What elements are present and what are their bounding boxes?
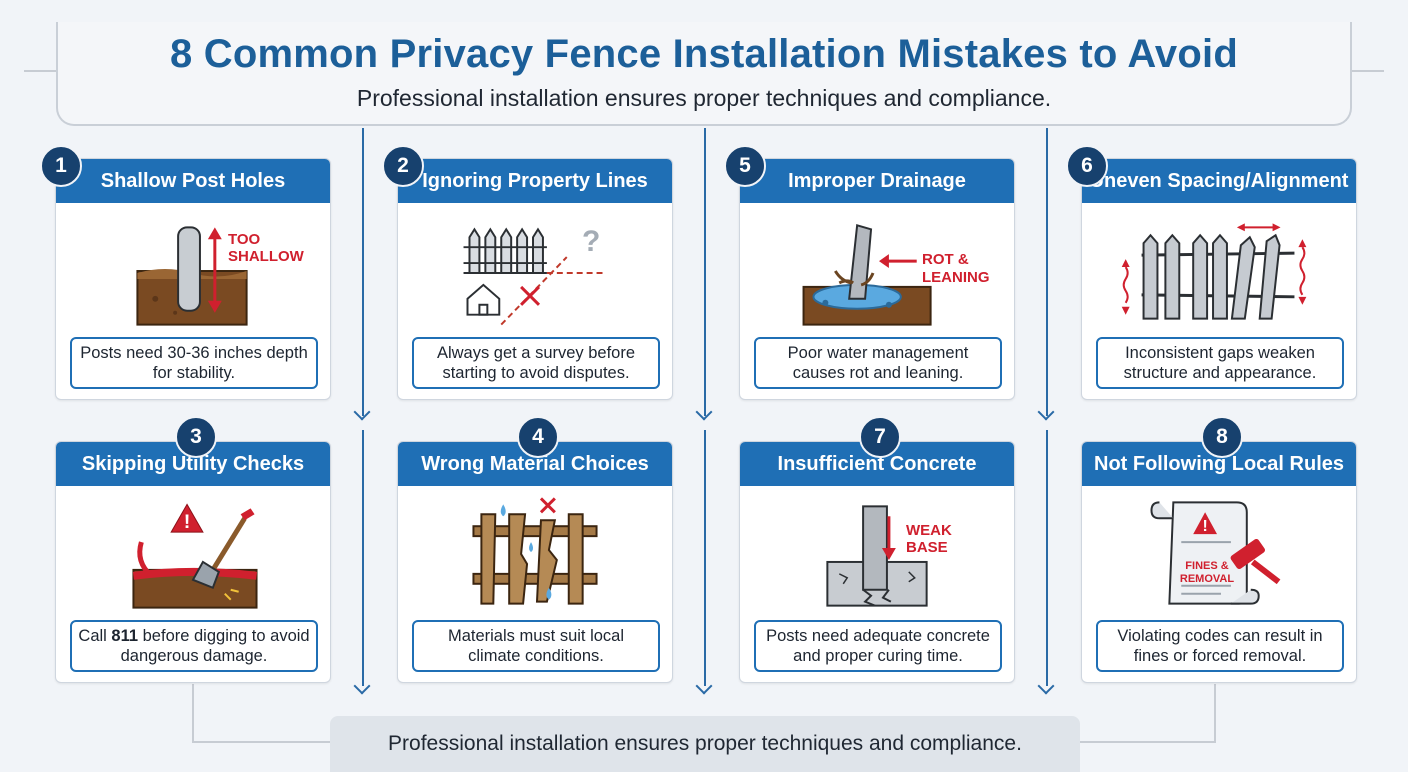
property-line-icon (463, 227, 605, 326)
drainage-icon (802, 224, 932, 326)
footer-banner: Professional installation ensures proper… (330, 716, 1080, 772)
description-pre: Call (78, 627, 112, 645)
flow-arrow-5-head (1037, 403, 1055, 421)
card-description: Call 811 before digging to avoid dangero… (70, 620, 318, 672)
step-number-2: 2 (382, 145, 424, 187)
card-not-following-local-rules: Not Following Local Rules ! FINES & REMO… (1081, 441, 1357, 683)
frame-line-bottom-right-h (1080, 741, 1216, 743)
step-number-7: 7 (859, 416, 901, 458)
card-shallow-post-holes: Shallow Post Holes TOO SHALLOW Posts nee… (55, 158, 331, 400)
callout-rot-leaning: ROT & LEANING (922, 251, 990, 286)
weak-concrete-icon (826, 505, 928, 607)
card-wrong-material-choices: Wrong Material Choices Materials must su… (397, 441, 673, 683)
flow-arrow-3-head (695, 403, 713, 421)
frame-line-left (24, 70, 56, 72)
flow-arrow-6-head (1037, 677, 1055, 695)
flow-arrow-4-head (695, 677, 713, 695)
footer-text: Professional installation ensures proper… (388, 732, 1022, 755)
card-title: Ignoring Property Lines (398, 159, 672, 203)
flow-arrow-1-line (362, 128, 364, 416)
callout-fines-removal: FINES & REMOVAL (1179, 560, 1235, 585)
description-post: before digging to avoid dangerous damage… (120, 627, 310, 665)
step-number-8: 8 (1201, 416, 1243, 458)
callout-too-shallow: TOO SHALLOW (228, 231, 304, 265)
flow-arrow-3-line (704, 128, 706, 416)
card-skipping-utility-checks: Skipping Utility Checks ! Call 811 befor… (55, 441, 331, 683)
card-description: Posts need 30-36 inches depth for stabil… (70, 337, 318, 389)
damaged-wood-icon (472, 497, 598, 605)
step-number-6: 6 (1066, 145, 1108, 187)
description-811: 811 (111, 627, 139, 645)
header-panel: 8 Common Privacy Fence Installation Mist… (56, 22, 1352, 126)
step-number-5: 5 (724, 145, 766, 187)
shovel-utility-icon: ! (132, 503, 258, 609)
card-title: Wrong Material Choices (398, 442, 672, 486)
flow-arrow-4-line (704, 430, 706, 686)
callout-weak-base: WEAK BASE (906, 522, 952, 556)
card-description: Poor water management causes rot and lea… (754, 337, 1002, 389)
card-description: Violating codes can result in fines or f… (1096, 620, 1344, 672)
card-description: Materials must suit local climate condit… (412, 620, 660, 672)
card-ignoring-property-lines: Ignoring Property Lines ? Always get a s… (397, 158, 673, 400)
flow-arrow-1-head (353, 403, 371, 421)
card-improper-drainage: Improper Drainage ROT & LEANING Poor wat… (739, 158, 1015, 400)
card-title: Shallow Post Holes (56, 159, 330, 203)
fence-post-icon (136, 226, 248, 326)
card-description: Posts need adequate concrete and proper … (754, 620, 1002, 672)
card-title: Insufficient Concrete (740, 442, 1014, 486)
frame-line-right (1352, 70, 1384, 72)
card-title: Not Following Local Rules (1082, 442, 1356, 486)
uneven-fence-icon (1121, 223, 1307, 320)
card-insufficient-concrete: Insufficient Concrete WEAK BASE Posts ne… (739, 441, 1015, 683)
card-title: Uneven Spacing/Alignment (1082, 159, 1356, 203)
page-subtitle: Professional installation ensures proper… (356, 85, 1052, 111)
step-number-1: 1 (40, 145, 82, 187)
flow-arrow-6-line (1046, 430, 1048, 686)
flow-arrow-5-line (1046, 128, 1048, 416)
card-description: Inconsistent gaps weaken structure and a… (1096, 337, 1344, 389)
question-mark: ? (582, 225, 601, 258)
svg-text:!: ! (184, 511, 191, 533)
flow-arrow-2-head (353, 677, 371, 695)
frame-line-bottom-left-h (192, 741, 332, 743)
step-number-4: 4 (517, 416, 559, 458)
svg-text:!: ! (1202, 518, 1207, 535)
frame-line-bottom-right-v (1214, 684, 1216, 742)
card-title: Skipping Utility Checks (56, 442, 330, 486)
legal-document-icon: ! (1150, 501, 1281, 605)
page-title: 8 Common Privacy Fence Installation Mist… (170, 32, 1238, 76)
flow-arrow-2-line (362, 430, 364, 686)
step-number-3: 3 (175, 416, 217, 458)
card-title: Improper Drainage (740, 159, 1014, 203)
frame-line-bottom-left-v (192, 684, 194, 742)
card-description: Always get a survey before starting to a… (412, 337, 660, 389)
card-uneven-spacing: Uneven Spacing/Alignment Inconsistent ga… (1081, 158, 1357, 400)
